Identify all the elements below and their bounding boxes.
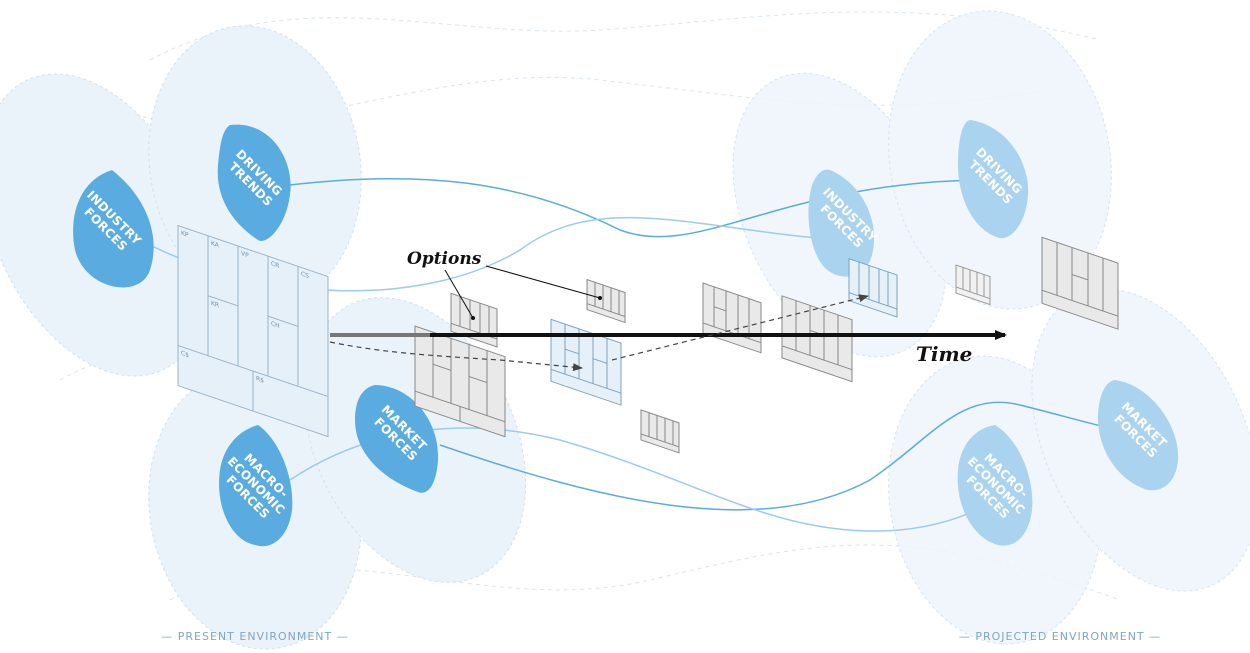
- business-model-canvas: KP KA KR VP CR CH CS C$ R$: [177, 224, 329, 438]
- option-path-1: [329, 341, 501, 361]
- options-callout: Options: [407, 249, 602, 320]
- option-paths: [329, 294, 869, 372]
- canvas-ka: KA: [211, 240, 220, 250]
- option-canvas-blue: [550, 318, 622, 406]
- canvas-cs-left: C$: [181, 350, 189, 360]
- projected-forces: INDUSTRY FORCES DRIVING TRENDS MACRO- EC…: [808, 120, 1179, 546]
- canvas-rs: R$: [256, 375, 264, 385]
- force-macro-present: MACRO- ECONOMIC FORCES: [219, 425, 293, 547]
- present-environment-label: — PRESENT ENVIRONMENT —: [161, 630, 348, 643]
- force-driving-present: DRIVING TRENDS: [217, 124, 291, 241]
- force-macro-projected: MACRO- ECONOMIC FORCES: [957, 425, 1033, 546]
- projected-environment-label: — PROJECTED ENVIRONMENT —: [959, 630, 1161, 643]
- options-label: Options: [407, 249, 482, 269]
- option-canvas-projected-blue: [848, 257, 898, 318]
- time-label: Time: [916, 342, 972, 366]
- force-driving-projected: DRIVING TRENDS: [958, 120, 1029, 239]
- time-axis: Time: [330, 330, 1007, 366]
- option-canvas-small-2: [586, 278, 626, 324]
- option-canvas-large-gray-2: [781, 295, 853, 383]
- force-industry-present: INDUSTRY FORCES: [73, 170, 154, 288]
- canvas-kr: KR: [211, 300, 220, 310]
- canvas-vp: VP: [241, 250, 249, 260]
- option-canvas-projected-large: [1041, 236, 1119, 330]
- option-canvas-projected-small: [955, 264, 991, 306]
- option-canvases: [414, 236, 1119, 454]
- force-market-present: MARKET FORCES: [355, 385, 439, 493]
- canvas-cs-right: CS: [301, 270, 309, 280]
- option-path-2: [499, 359, 583, 372]
- canvas-cr: CR: [271, 260, 280, 270]
- option-canvas-large-gray: [414, 325, 506, 438]
- option-canvas-medium-gray: [702, 282, 762, 354]
- present-forces: INDUSTRY FORCES DRIVING TRENDS MACRO- EC…: [73, 124, 439, 547]
- canvas-kp: KP: [181, 230, 189, 239]
- force-market-projected: MARKET FORCES: [1098, 380, 1179, 491]
- canvas-ch: CH: [271, 320, 280, 330]
- projected-environment-blobs: [732, 10, 1250, 645]
- option-path-3: [611, 294, 869, 361]
- curve-market-to-projected: [439, 401, 1136, 511]
- option-canvas-small-3: [640, 409, 680, 454]
